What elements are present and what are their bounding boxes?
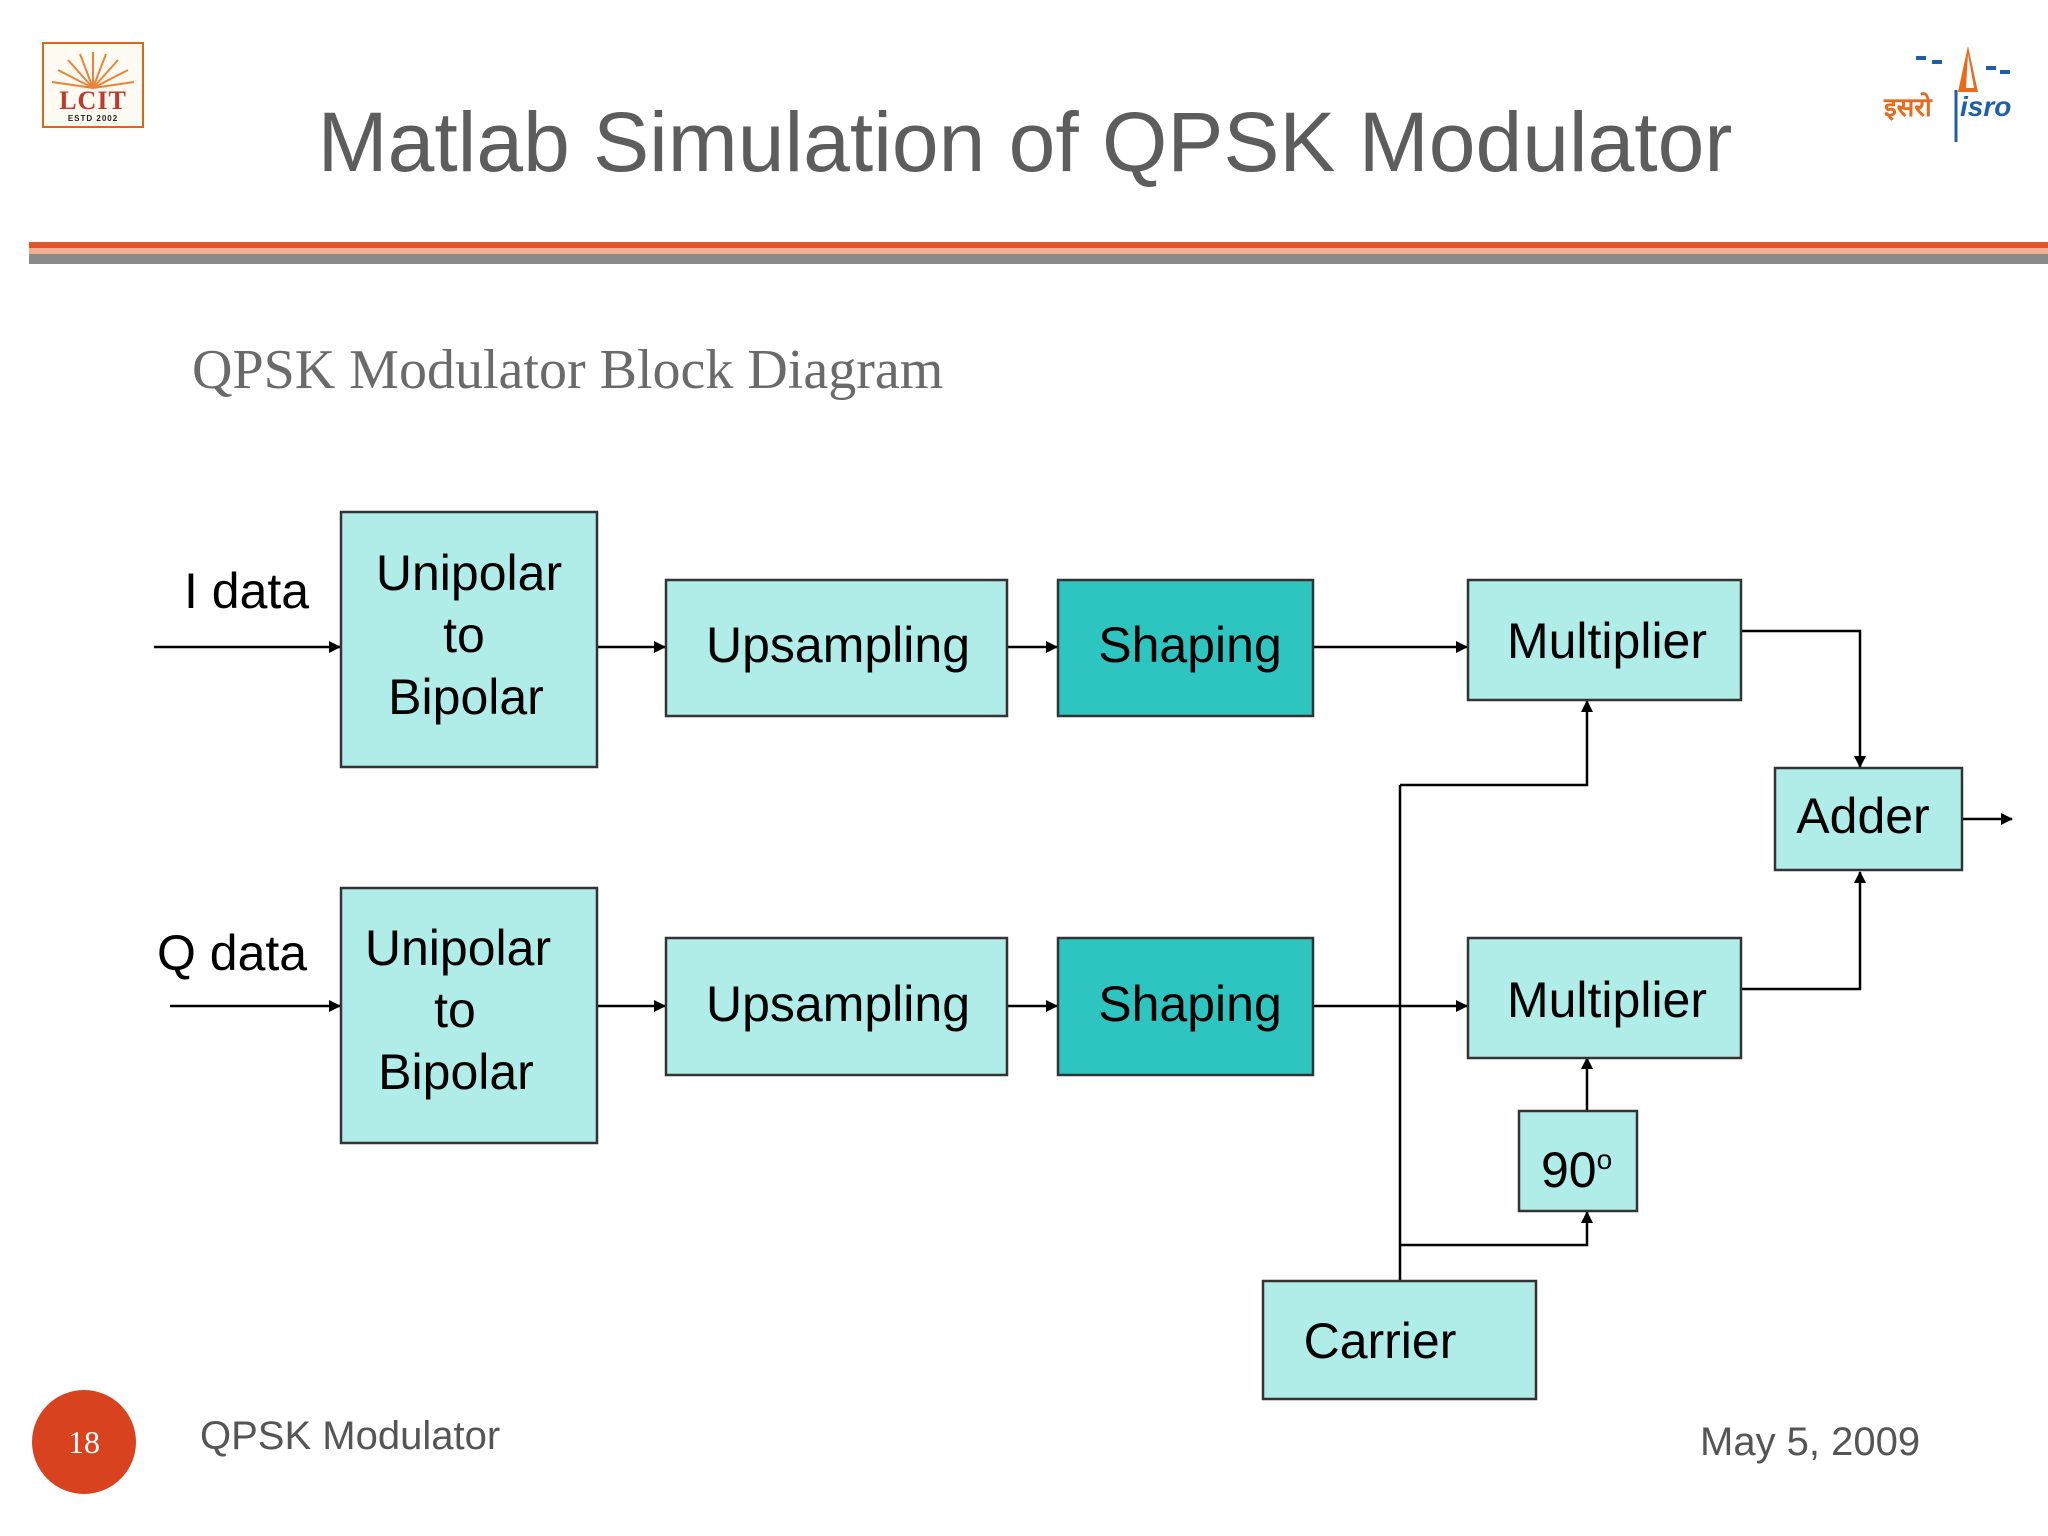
wire-carrier-to-phase-shift	[1400, 1211, 1593, 1247]
unipolar-i-line1: Unipolar	[376, 545, 562, 601]
wire-i-multiplier-adder	[1741, 629, 1866, 768]
lcit-logo-estd: ESTD 2002	[67, 114, 119, 123]
isro-logo: इसरो isro	[1883, 46, 2011, 142]
carrier-label: Carrier	[1304, 1313, 1457, 1369]
block-carrier: Carrier	[1261, 1279, 1538, 1401]
slide-subtitle: QPSK Modulator Block Diagram	[192, 339, 944, 401]
multiplier-q-label: Multiplier	[1507, 972, 1707, 1028]
unipolar-q-line3: Bipolar	[378, 1044, 534, 1100]
unipolar-i-line2: to	[443, 607, 485, 663]
header-rule-peach	[29, 248, 2048, 254]
block-upsampling-q: Upsampling	[664, 936, 1009, 1077]
isro-latin-text: isro	[1960, 91, 2011, 122]
block-multiplier-i: Multiplier	[1466, 578, 1743, 702]
footer-title: QPSK Modulator	[200, 1414, 501, 1458]
lcit-logo: LCIT ESTD 2002	[42, 42, 144, 128]
wire-q-multiplier-adder	[1741, 871, 1866, 991]
unipolar-q-line1: Unipolar	[365, 920, 551, 976]
header-rule-grey	[29, 254, 2048, 264]
adder-label: Adder	[1796, 788, 1929, 844]
slide-number-badge: 18	[32, 1390, 136, 1494]
shaping-i-label: Shaping	[1098, 617, 1282, 673]
block-adder: Adder	[1773, 766, 1964, 872]
isro-hindi-text: इसरो	[1883, 92, 1933, 123]
unipolar-q-line2: to	[434, 982, 476, 1038]
lcit-logo-text: LCIT	[59, 86, 127, 115]
block-phase-shift-90: 90o	[1517, 1109, 1639, 1213]
phase-shift-value: 90	[1541, 1142, 1597, 1198]
phase-shift-unit: o	[1597, 1144, 1613, 1175]
block-unipolar-to-bipolar-i: Unipolar to Bipolar	[339, 510, 599, 769]
block-upsampling-i: Upsampling	[664, 578, 1009, 718]
q-data-label: Q data	[157, 925, 307, 981]
multiplier-i-label: Multiplier	[1507, 613, 1707, 669]
block-multiplier-q: Multiplier	[1466, 936, 1743, 1060]
footer-date: May 5, 2009	[1700, 1420, 1921, 1464]
block-shaping-i: Shaping	[1056, 578, 1315, 718]
sunburst-icon	[51, 52, 135, 89]
wire-carrier-to-multiplier-i	[1400, 700, 1593, 787]
phase-shift-label: 90o	[1541, 1142, 1612, 1198]
upsampling-q-label: Upsampling	[706, 976, 970, 1032]
page-title: Matlab Simulation of QPSK Modulator	[317, 95, 1733, 189]
header-rule-orange	[29, 242, 2048, 248]
i-data-label: I data	[184, 563, 309, 619]
block-shaping-q: Shaping	[1056, 936, 1315, 1077]
block-unipolar-to-bipolar-q: Unipolar to Bipolar	[339, 886, 599, 1145]
unipolar-i-line3: Bipolar	[388, 669, 544, 725]
upsampling-i-label: Upsampling	[706, 617, 970, 673]
shaping-q-label: Shaping	[1098, 976, 1282, 1032]
